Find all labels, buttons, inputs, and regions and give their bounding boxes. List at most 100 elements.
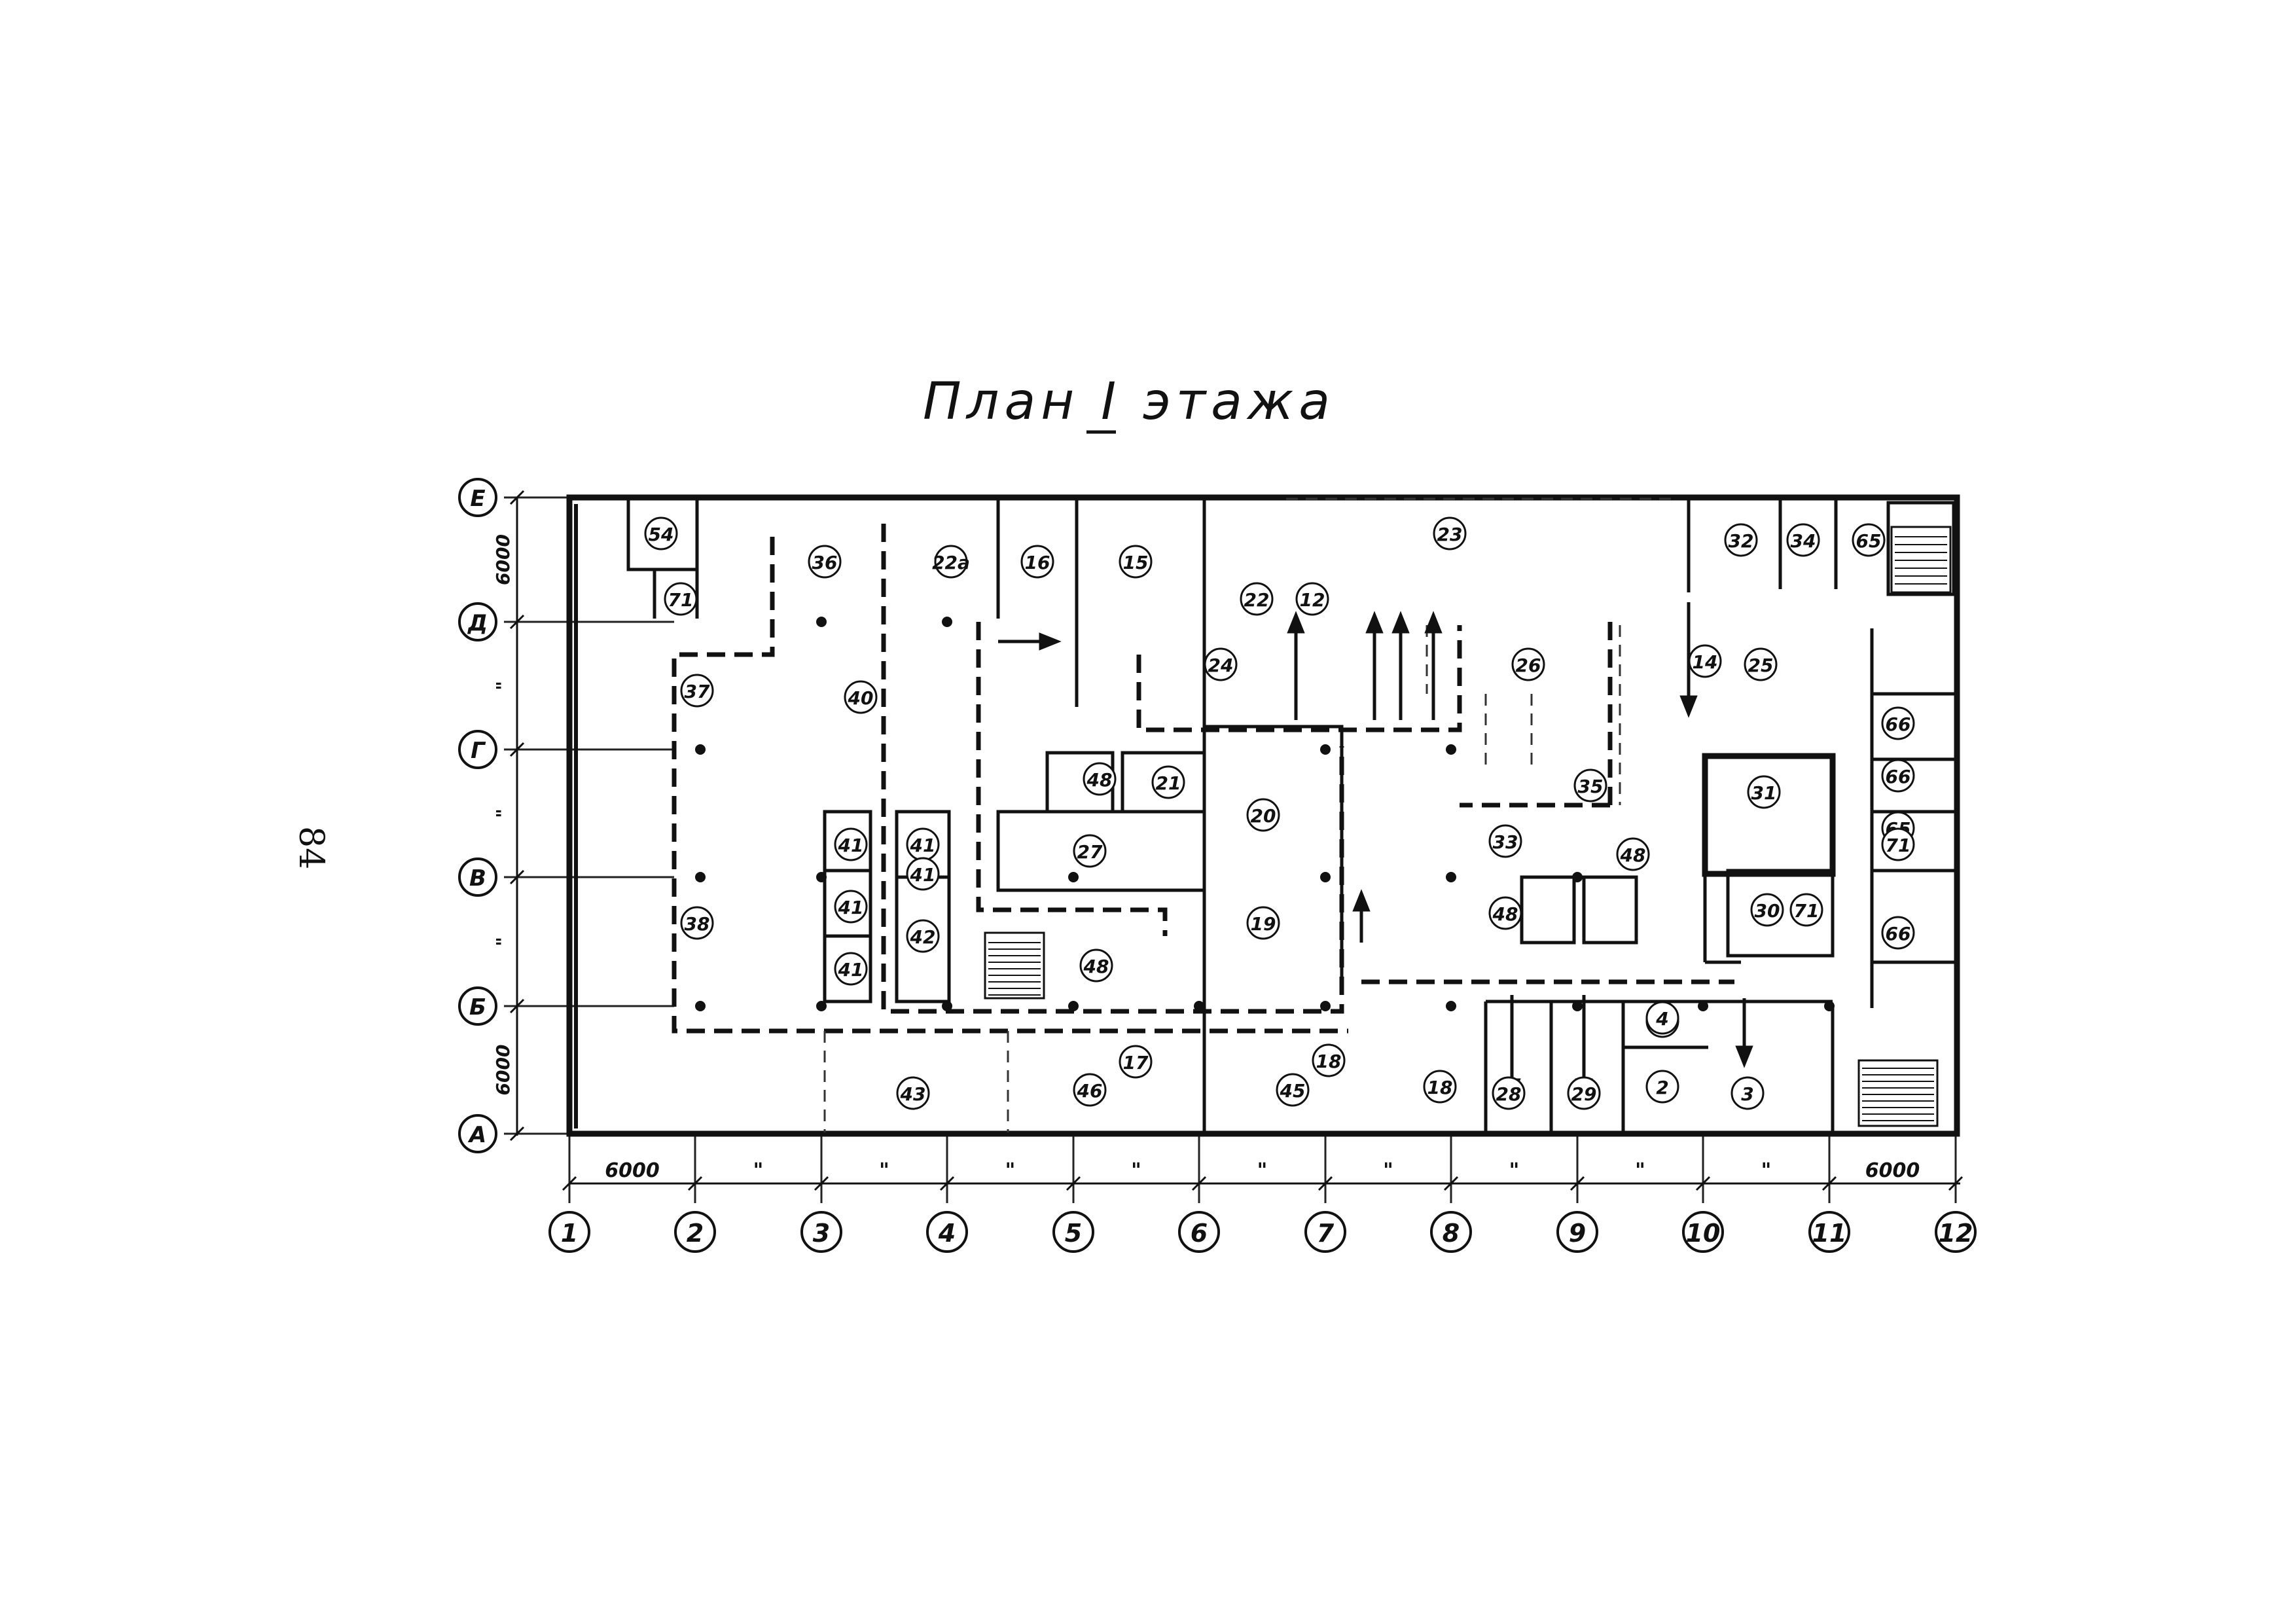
column-dot bbox=[1068, 872, 1079, 882]
svg-text:35: 35 bbox=[1578, 776, 1604, 797]
svg-text:4: 4 bbox=[938, 1219, 956, 1248]
room-label: 35 bbox=[1573, 768, 1607, 803]
column-axis-10: 10 bbox=[1682, 1211, 1724, 1253]
svg-text:16: 16 bbox=[1025, 552, 1050, 573]
column-dot bbox=[1320, 1001, 1331, 1011]
svg-text:43: 43 bbox=[900, 1083, 926, 1105]
svg-text:32: 32 bbox=[1729, 530, 1754, 552]
column-dot bbox=[816, 872, 827, 882]
dim-tick bbox=[509, 742, 525, 757]
room-label: 48 bbox=[1616, 837, 1650, 871]
column-dot bbox=[942, 617, 952, 627]
left-dim-label: 6000 bbox=[492, 534, 514, 585]
svg-text:8: 8 bbox=[1443, 1219, 1460, 1248]
svg-text:20: 20 bbox=[1251, 805, 1276, 827]
left-dim-label: " bbox=[492, 681, 514, 691]
bottom-dim-label: " bbox=[753, 1159, 764, 1182]
column-dot bbox=[1698, 1001, 1708, 1011]
column-axis-3: 3 bbox=[800, 1211, 842, 1253]
svg-text:1: 1 bbox=[561, 1219, 578, 1248]
room-label: 3 bbox=[1731, 1076, 1765, 1110]
svg-text:10: 10 bbox=[1686, 1219, 1721, 1248]
bottom-dim-label: 6000 bbox=[605, 1159, 660, 1182]
room-label: 24 bbox=[1204, 647, 1238, 681]
room-label: 71 bbox=[1881, 827, 1915, 861]
bottom-dim-label-last: 6000 bbox=[1865, 1159, 1920, 1182]
svg-text:40: 40 bbox=[848, 687, 874, 709]
dimension-lines bbox=[516, 497, 1960, 1185]
room-label: 4 bbox=[1645, 1001, 1679, 1035]
column-dot bbox=[1320, 872, 1331, 882]
room-label: 18 bbox=[1423, 1070, 1457, 1104]
column-axis-6: 6 bbox=[1178, 1211, 1220, 1253]
svg-text:4: 4 bbox=[1655, 1008, 1668, 1030]
svg-text:19: 19 bbox=[1251, 913, 1276, 935]
svg-text:17: 17 bbox=[1123, 1052, 1149, 1074]
svg-text:66: 66 bbox=[1886, 713, 1911, 735]
svg-text:6: 6 bbox=[1191, 1219, 1208, 1248]
room-label: 16 bbox=[1020, 545, 1054, 579]
room-label: 22 bbox=[1240, 582, 1274, 616]
dim-tick bbox=[1066, 1176, 1081, 1191]
room-label: 45 bbox=[1276, 1073, 1310, 1107]
room-label: 14 bbox=[1688, 644, 1722, 678]
column-dot bbox=[816, 617, 827, 627]
bottom-dim-label: " bbox=[1509, 1159, 1520, 1182]
bottom-dim-label: " bbox=[1131, 1159, 1141, 1182]
room-label: 23 bbox=[1433, 516, 1467, 550]
room-label: 17 bbox=[1119, 1045, 1153, 1079]
column-dot bbox=[1446, 1001, 1456, 1011]
svg-text:41: 41 bbox=[838, 959, 864, 981]
room-label: 28 bbox=[1492, 1076, 1526, 1110]
room-label: 37 bbox=[680, 674, 714, 708]
room-label: 42 bbox=[906, 919, 940, 953]
svg-text:В: В bbox=[469, 865, 486, 892]
row-axis-Е: Е bbox=[458, 478, 497, 517]
svg-text:Г: Г bbox=[471, 738, 486, 764]
room-label: 31 bbox=[1747, 775, 1781, 809]
row-axis-В: В bbox=[458, 857, 497, 897]
svg-text:12: 12 bbox=[1300, 589, 1325, 611]
room-label: 12 bbox=[1295, 582, 1329, 616]
room-label: 66 bbox=[1881, 759, 1915, 793]
column-dot bbox=[1572, 872, 1583, 882]
svg-text:22: 22 bbox=[1244, 589, 1270, 611]
room-label: 66 bbox=[1881, 706, 1915, 740]
dim-tick bbox=[1318, 1176, 1333, 1191]
dim-tick bbox=[814, 1176, 829, 1191]
svg-text:23: 23 bbox=[1437, 524, 1463, 545]
left-dimension-ticks bbox=[509, 490, 525, 1142]
stair-treads bbox=[988, 536, 1947, 1121]
bottom-dim-label: " bbox=[879, 1159, 889, 1182]
svg-text:12: 12 bbox=[1939, 1219, 1973, 1248]
svg-text:48: 48 bbox=[1492, 903, 1518, 925]
svg-text:27: 27 bbox=[1077, 841, 1103, 863]
svg-text:71: 71 bbox=[1886, 835, 1911, 856]
svg-text:45: 45 bbox=[1280, 1080, 1306, 1102]
dim-tick bbox=[509, 1126, 525, 1142]
svg-text:41: 41 bbox=[910, 835, 936, 856]
svg-text:7: 7 bbox=[1317, 1219, 1335, 1248]
left-dimension-labels: 6000"""6000 bbox=[492, 534, 514, 1095]
column-axis-2: 2 bbox=[674, 1211, 716, 1253]
svg-text:30: 30 bbox=[1755, 900, 1780, 922]
svg-text:71: 71 bbox=[1794, 900, 1820, 922]
room-label: 48 bbox=[1083, 762, 1117, 796]
column-axis-11: 11 bbox=[1808, 1211, 1850, 1253]
bottom-dim-label: " bbox=[1005, 1159, 1016, 1182]
dim-tick bbox=[509, 490, 525, 505]
svg-text:38: 38 bbox=[685, 913, 710, 935]
column-dot bbox=[1572, 1001, 1583, 1011]
room-label: 33 bbox=[1488, 824, 1522, 858]
svg-text:28: 28 bbox=[1496, 1083, 1522, 1105]
column-dot bbox=[1446, 744, 1456, 755]
grid-lines bbox=[504, 496, 1957, 1203]
column-dot bbox=[816, 1001, 827, 1011]
svg-text:14: 14 bbox=[1693, 651, 1718, 673]
svg-text:2: 2 bbox=[1656, 1077, 1668, 1098]
room-label: 46 bbox=[1073, 1073, 1107, 1107]
room-label: 32 bbox=[1724, 523, 1758, 557]
svg-text:71: 71 bbox=[668, 589, 694, 611]
